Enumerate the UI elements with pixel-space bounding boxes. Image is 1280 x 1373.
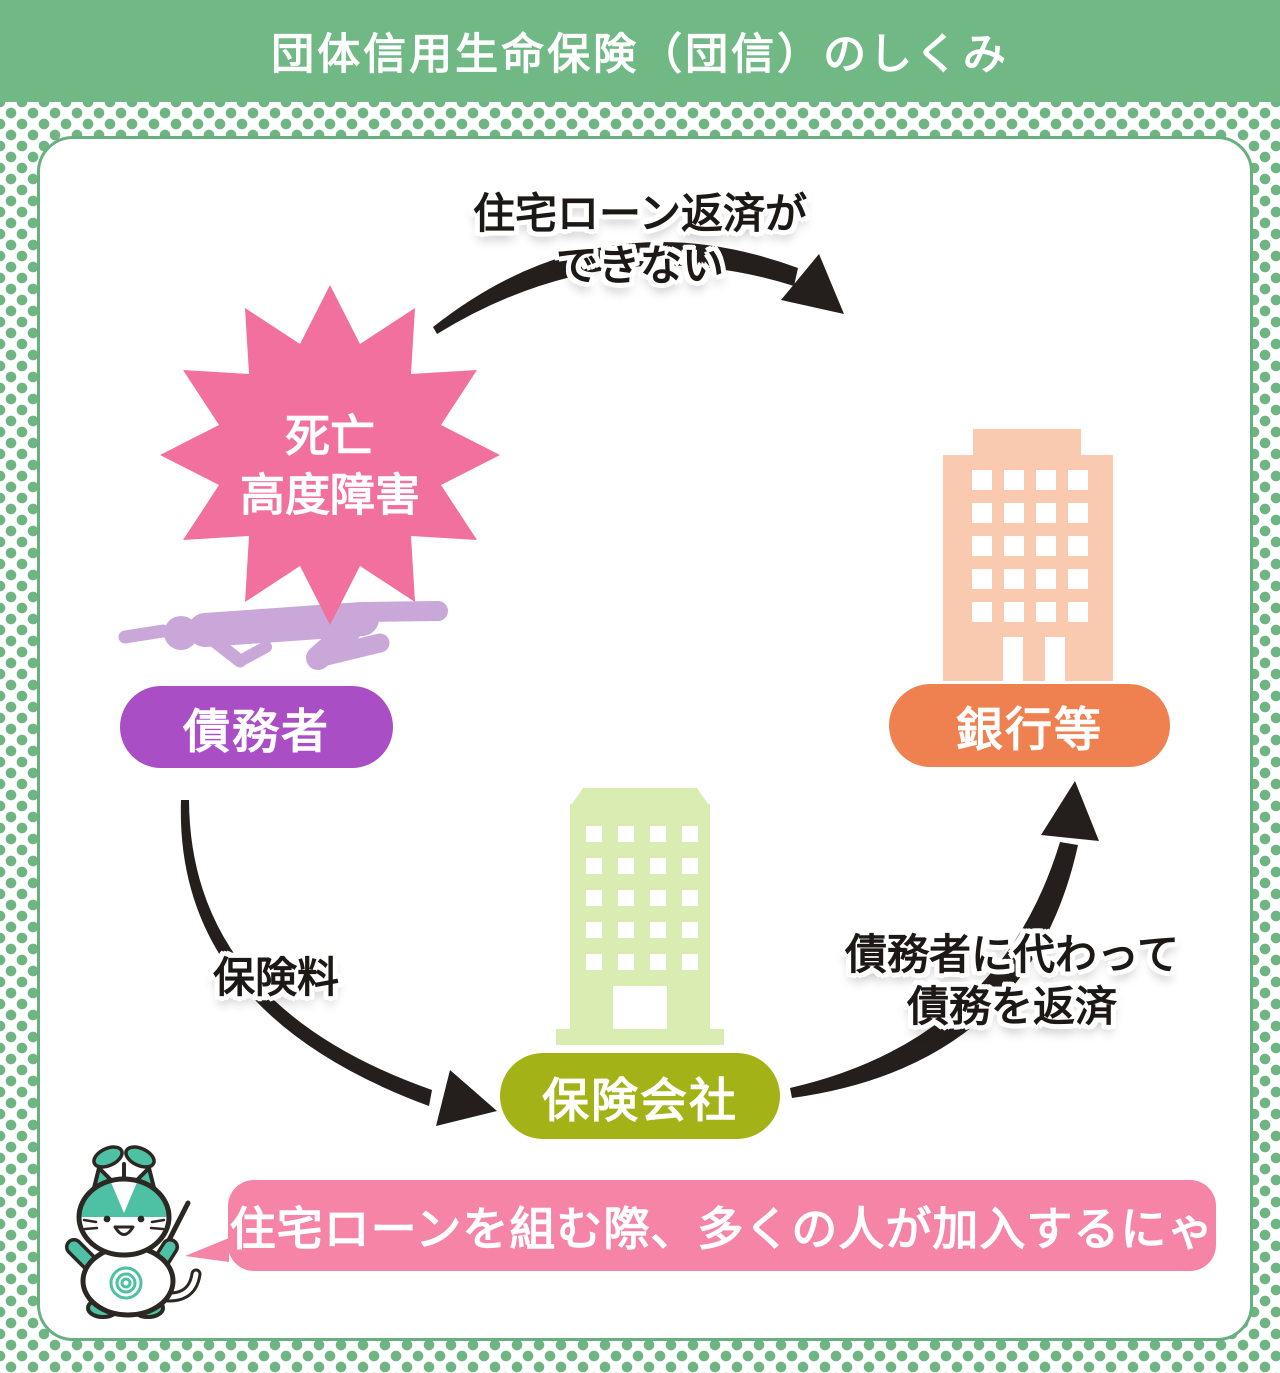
insurer-pill: 保険会社	[500, 1053, 780, 1139]
arrow-premium	[180, 800, 497, 1126]
speech-text: 住宅ローンを組む際、多くの人が加入するにゃ	[229, 1202, 1215, 1255]
premium-label: 保険料	[212, 953, 340, 1001]
speech-bubble: 住宅ローンを組む際、多くの人が加入するにゃ	[228, 1180, 1216, 1271]
insurer-building-icon	[556, 788, 724, 1045]
debtor-label: 債務者	[183, 704, 330, 758]
debtor-pill: 債務者	[120, 686, 393, 768]
title-bar: 団体信用生命保険（団信）のしくみ	[0, 0, 1280, 102]
death-starburst	[160, 285, 500, 625]
arrow-repayment	[790, 781, 1099, 1098]
loan-default-label: 住宅ローン返済が できない	[473, 189, 807, 289]
bank-label: 銀行等	[956, 703, 1103, 756]
insurer-label: 保険会社	[542, 1073, 738, 1127]
starburst-label: 死亡 高度障害	[239, 410, 421, 521]
bank-building-icon	[943, 429, 1113, 681]
speech-bubble-tail	[185, 1238, 229, 1262]
page-title: 団体信用生命保険（団信）のしくみ	[271, 31, 1009, 79]
collapsed-person-icon	[118, 601, 448, 670]
cat-mascot-icon	[65, 1145, 202, 1319]
bank-pill: 銀行等	[889, 684, 1170, 767]
arrow-loan-default	[433, 242, 844, 334]
repayment-label: 債務者に代わって 債務を返済	[845, 930, 1179, 1030]
